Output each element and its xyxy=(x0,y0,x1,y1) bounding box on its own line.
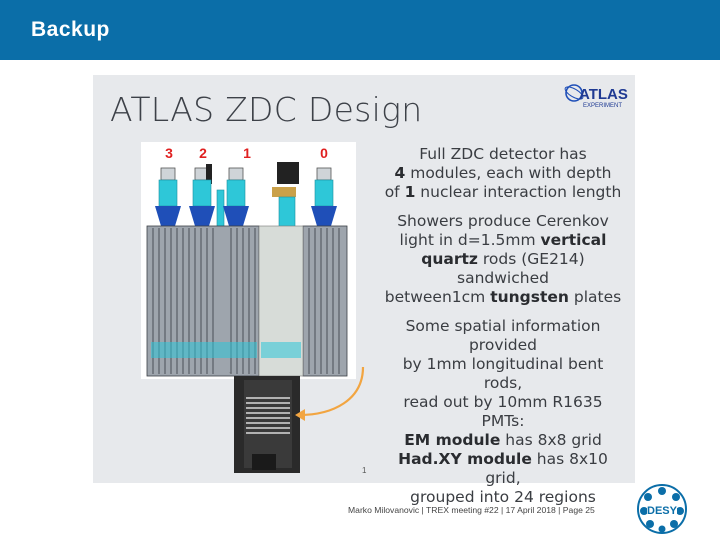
paragraph-showers: Showers produce Cerenkov light in d=1.5m… xyxy=(383,212,623,307)
text-line: has 8x10 grid, xyxy=(485,450,608,487)
text-line: light in d=1.5mm xyxy=(399,231,541,249)
module-photo xyxy=(234,376,300,473)
text-bold: Had.XY module xyxy=(398,450,532,468)
header-bar: Backup xyxy=(0,0,720,60)
zdc-module-diagram: 3 2 1 0 xyxy=(141,142,356,379)
module-label-0: 0 xyxy=(320,145,328,161)
text-line: Some spatial information provided xyxy=(405,317,601,354)
module-label-1: 1 xyxy=(243,145,251,161)
text-line: has 8x8 grid xyxy=(500,431,602,449)
footer-text: Marko Milovanovic | TREX meeting #22 | 1… xyxy=(348,505,595,515)
text-line: of xyxy=(384,183,405,201)
text-bold: tungsten xyxy=(490,288,569,306)
slide-title: ATLAS ZDC Design xyxy=(110,90,423,129)
desy-logo: DESY xyxy=(637,484,687,534)
text-line: rods (GE214) sandwiched xyxy=(457,250,585,287)
text-bold: EM module xyxy=(404,431,501,449)
text-line: plates xyxy=(568,288,622,306)
slide-page-mark: 1 xyxy=(362,466,367,475)
text-line: read out by 10mm R1635 PMTs: xyxy=(403,393,603,430)
paragraph-spatial: Some spatial information provided by 1mm… xyxy=(383,317,623,507)
text-bold: vertical xyxy=(540,231,607,249)
text-bold: 1 xyxy=(404,183,416,201)
text-line: grouped into 24 regions xyxy=(410,488,596,506)
text-line: between1cm xyxy=(384,288,491,306)
atlas-logo-subtext: EXPERIMENT xyxy=(583,103,622,109)
text-bold: quartz xyxy=(421,250,478,268)
text-line: modules, each with depth xyxy=(405,164,612,182)
slide-image: ATLAS ZDC Design ATLAS EXPERIMENT 3 2 1 … xyxy=(93,75,635,506)
atlas-logo: ATLAS EXPERIMENT xyxy=(564,84,628,109)
callout-arrow xyxy=(295,366,365,421)
text-line: Full ZDC detector has xyxy=(419,145,587,163)
desy-logo-text: DESY xyxy=(647,505,678,517)
text-line: by 1mm longitudinal bent rods, xyxy=(402,355,604,392)
page-title: Backup xyxy=(31,18,110,41)
svg-text:~: ~ xyxy=(229,371,232,377)
text-line: Showers produce Cerenkov xyxy=(397,212,609,230)
slide-body-text: Full ZDC detector has 4 modules, each wi… xyxy=(383,145,623,517)
module-label-3: 3 xyxy=(165,145,173,161)
text-line: nuclear interaction length xyxy=(415,183,622,201)
atlas-logo-text: ATLAS xyxy=(579,86,628,103)
paragraph-detector: Full ZDC detector has 4 modules, each wi… xyxy=(383,145,623,202)
text-bold: 4 xyxy=(394,164,406,182)
module-label-2: 2 xyxy=(199,145,207,161)
